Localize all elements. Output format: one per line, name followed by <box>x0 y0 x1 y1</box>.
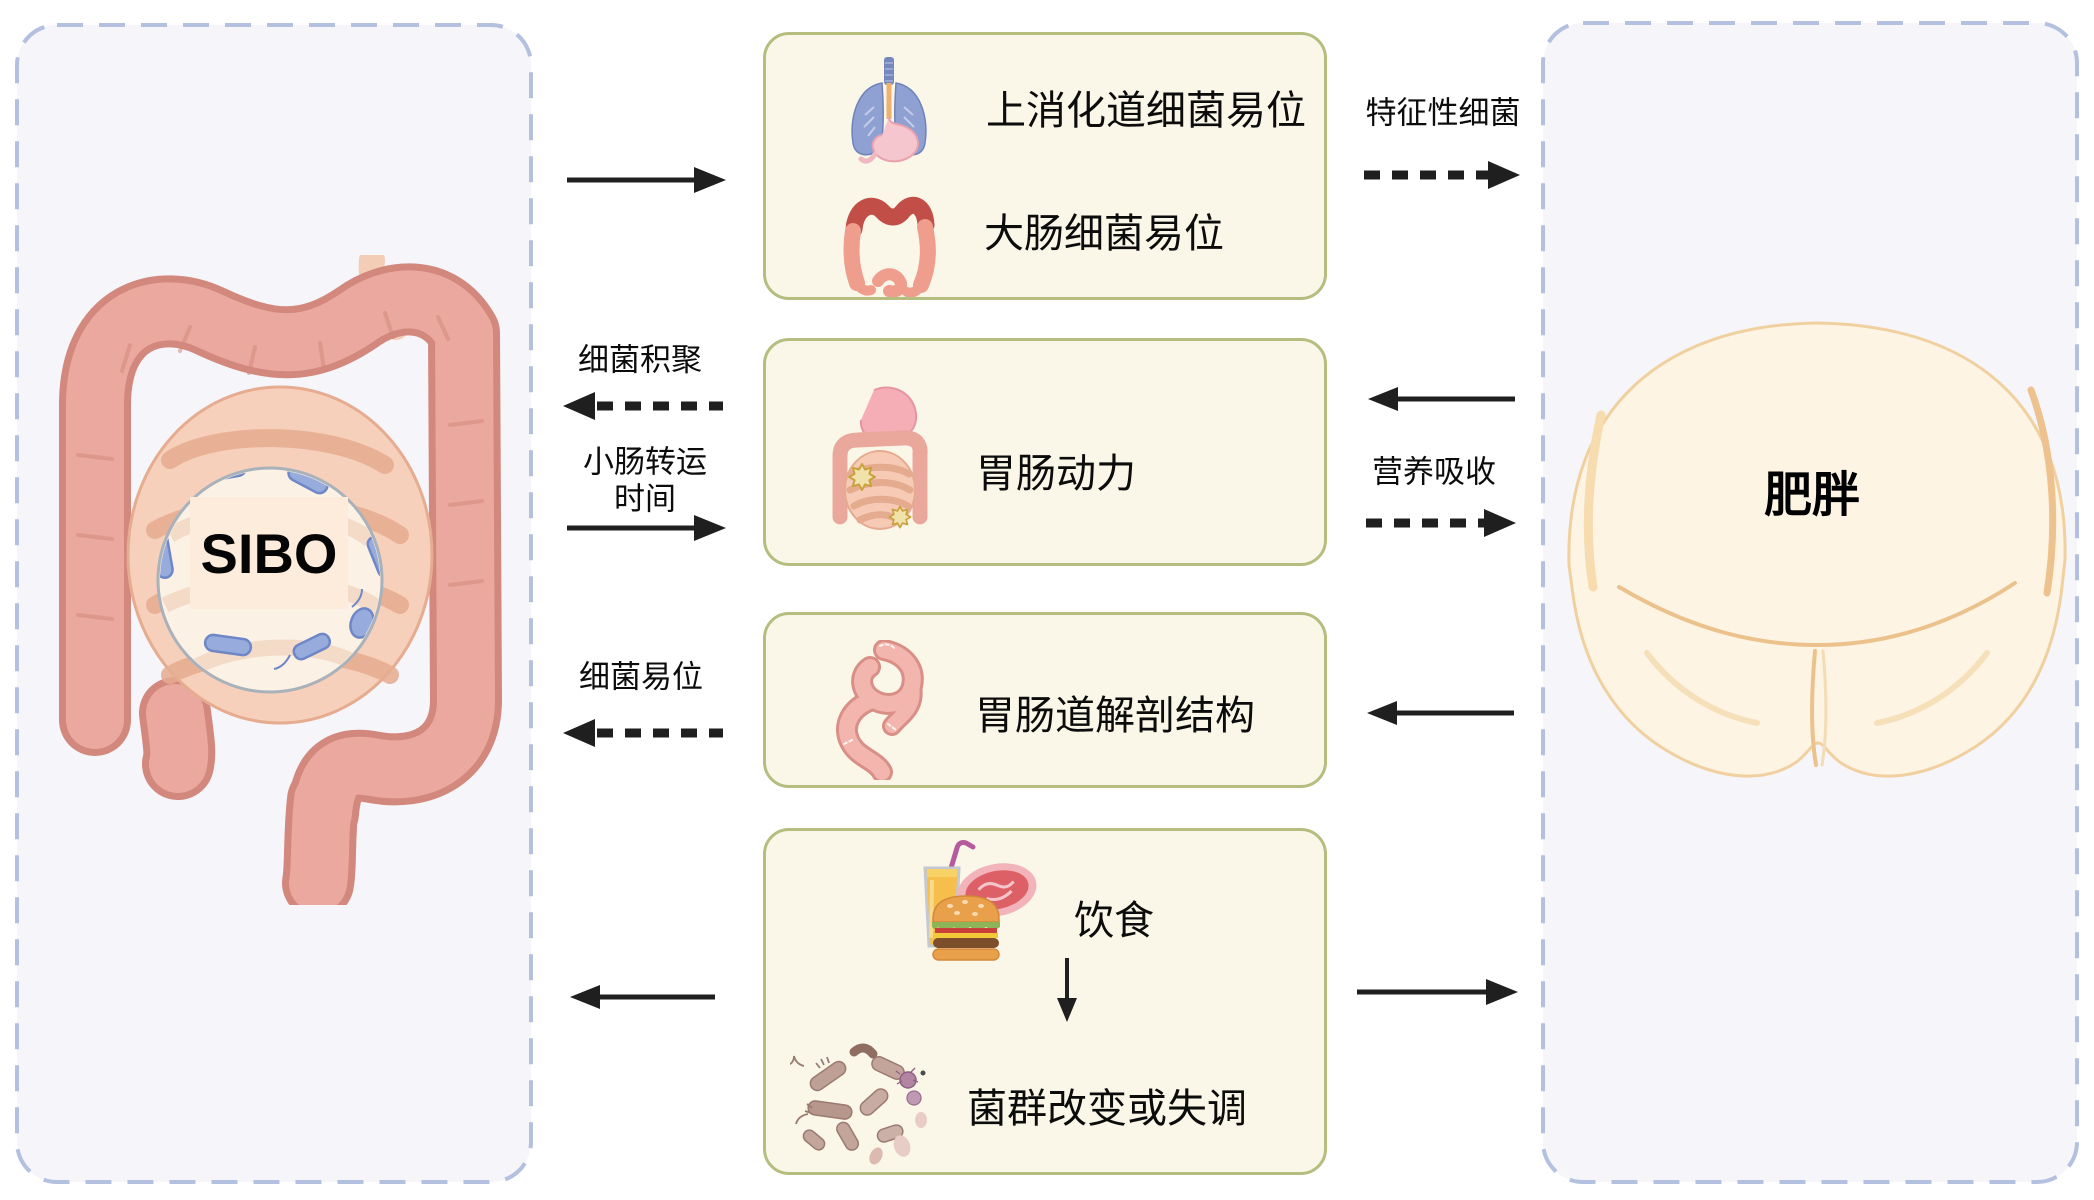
arrow-obesity-to-motility <box>1368 387 1515 411</box>
upper-gi-lungs-stomach-icon <box>851 57 927 164</box>
colon-translocation-label: 大肠细菌易位 <box>984 212 1224 256</box>
sibo-magnifier: SIBO <box>156 466 384 694</box>
arrow-diet-to-dysbiosis <box>1057 958 1077 1022</box>
gi-anatomy-icon <box>836 640 924 780</box>
burger-icon <box>932 895 1000 961</box>
arrow-anatomy-to-sibo-dashed <box>563 719 723 747</box>
arrow-obesity-to-anatomy <box>1367 701 1514 725</box>
transit-time-label-line2: 时间 <box>614 481 676 517</box>
belly-illustration <box>1567 321 2067 778</box>
diet-food-icon <box>923 840 1037 961</box>
dysbiosis-bacteria-icon <box>790 1043 927 1165</box>
arrow-translocation-to-obesity-dashed <box>1364 161 1520 189</box>
diet-label: 饮食 <box>1074 899 1154 943</box>
box-gi-motility <box>763 338 1327 566</box>
obesity-label: 肥胖 <box>1763 469 1861 522</box>
upper-gi-translocation-label: 上消化道细菌易位 <box>986 89 1306 133</box>
arrow-sibo-to-motility <box>567 515 726 541</box>
arrow-motility-to-obesity-dashed <box>1366 509 1516 537</box>
arrow-diet-to-sibo <box>570 985 715 1009</box>
arrow-sibo-to-translocation <box>567 167 726 193</box>
arrow-diet-to-obesity <box>1357 979 1518 1005</box>
dysbiosis-label: 菌群改变或失调 <box>967 1087 1247 1131</box>
gi-motility-label: 胃肠动力 <box>976 452 1136 496</box>
gi-motility-icon <box>832 386 928 530</box>
intestine-illustration: SIBO <box>59 255 502 905</box>
bacteria-accumulation-label: 细菌积聚 <box>578 342 702 378</box>
characteristic-bacteria-label: 特征性细菌 <box>1365 95 1521 131</box>
arrow-motility-to-sibo-dashed <box>563 392 723 420</box>
transit-time-label-line1: 小肠转运 <box>583 444 707 480</box>
gi-anatomy-label: 胃肠道解剖结构 <box>975 694 1255 738</box>
box-diet-dysbiosis <box>763 828 1327 1175</box>
large-intestine-icon <box>843 196 936 297</box>
sibo-label: SIBO <box>201 522 338 585</box>
bacterial-translocation-label: 细菌易位 <box>579 659 703 695</box>
nutrient-absorption-label: 营养吸收 <box>1372 454 1496 490</box>
